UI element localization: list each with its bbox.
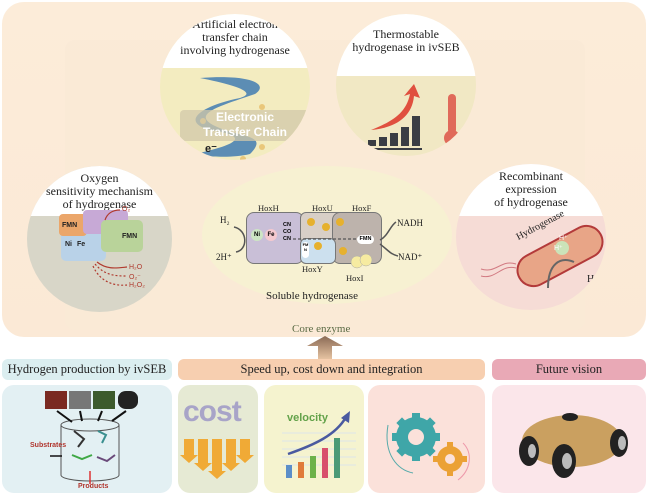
- thermostable-circle: Thermostable hydrogenase in ivSEB: [336, 14, 476, 156]
- fmn-subunit-green: [101, 220, 143, 252]
- recombinant-caption: Recombinant expression of hydrogenase: [456, 164, 606, 216]
- soluble-hydrogenase-title: Soluble hydrogenase: [266, 290, 358, 302]
- potato-car-icon: [519, 413, 628, 478]
- fe-label: Fe: [267, 232, 275, 238]
- products-label: Products: [78, 483, 109, 490]
- caption-line: Oxygen: [80, 171, 119, 185]
- biomass-image: [69, 391, 91, 409]
- h2o-label: H₂O: [129, 264, 143, 271]
- substrates-label: Substrates: [30, 442, 67, 449]
- velocity-card: velocity: [264, 385, 364, 493]
- hoxf-label: HoxF: [352, 203, 372, 213]
- fmn-label: FMN: [62, 222, 78, 229]
- nadh-label: NADH: [397, 218, 423, 228]
- caption-line: involving hydrogenase: [180, 43, 290, 57]
- caption-line: of hydrogenase: [62, 197, 137, 211]
- band-hydrogen-production: Hydrogen production by ivSEB: [2, 359, 172, 380]
- caption-line: transfer chain: [202, 30, 268, 44]
- velocity-word: velocity: [287, 412, 328, 424]
- electron-chain-circle: Artificial electron transfer chain invol…: [160, 14, 310, 160]
- oxygen-caption: Oxygen sensitivity mechanism of hydrogen…: [27, 166, 172, 216]
- fmn-label: FMN: [357, 235, 374, 244]
- h2-label: H₂: [587, 274, 598, 285]
- label-line: Transfer Chain: [202, 125, 288, 139]
- caption-line: Artificial electron: [192, 17, 278, 31]
- caption-line: expression: [505, 182, 557, 196]
- caption-line: Thermostable: [373, 27, 439, 41]
- h2o2-label: H₂O₂: [129, 282, 145, 289]
- superoxide-label: O₂⁻: [129, 274, 141, 281]
- caption-line: Recombinant: [499, 169, 563, 183]
- ligands: CN CO CN: [283, 222, 291, 243]
- fmn-small-label: FMN: [302, 242, 309, 258]
- hoxu-label: HoxU: [312, 203, 333, 213]
- thermostable-caption: Thermostable hydrogenase in ivSEB: [336, 14, 476, 76]
- h-plus-label: H⁺: [554, 245, 563, 252]
- up-arrow-icon: [307, 336, 343, 360]
- cn-label: CN: [283, 236, 291, 242]
- velocity-chart-icon: [282, 411, 356, 478]
- recombinant-circle: Recombinant expression of hydrogenase Hy…: [456, 164, 606, 310]
- fmn-label: FMN: [122, 233, 138, 240]
- fmn-subunit-orange: [59, 214, 87, 236]
- hoxh-label: HoxH: [258, 203, 279, 213]
- cost-word: cost: [183, 395, 242, 428]
- cost-card: cost: [178, 385, 258, 493]
- reactor-icon: [50, 410, 127, 484]
- bacterium-icon: [480, 224, 604, 289]
- ni-atom: Ni: [251, 229, 263, 241]
- oxygen-sensitivity-circle: Oxygen sensitivity mechanism of hydrogen…: [27, 166, 172, 312]
- down-arrows-icon: [180, 439, 254, 479]
- h-plus-label: H⁺: [559, 235, 568, 242]
- plant-image: [93, 391, 115, 409]
- electronic-transfer-chain-label: Electronic Transfer Chain: [180, 110, 310, 141]
- ni-label: Ni: [65, 241, 72, 248]
- label-line: Electronic: [215, 110, 275, 124]
- fe-atom: Fe: [265, 229, 277, 241]
- band-future-vision: Future vision: [492, 359, 646, 380]
- electron-chain-caption: Artificial electron transfer chain invol…: [160, 14, 310, 68]
- electron-flow-icon: [233, 218, 399, 269]
- band-speed-up: Speed up, cost down and integration: [178, 359, 485, 380]
- future-vision-card: [492, 385, 646, 493]
- o2-label: O₂: [122, 206, 131, 213]
- cn-label: CN: [283, 222, 291, 228]
- rabbit-image: [118, 391, 138, 409]
- core-enzyme-label: Core enzyme: [292, 323, 351, 335]
- ivseb-card: Substrates Products: [2, 385, 172, 493]
- gears-icon: [386, 413, 470, 481]
- h2-label: H₂: [220, 215, 230, 225]
- caption-line: sensitivity mechanism: [46, 184, 153, 198]
- hoxy-label: HoxY: [302, 264, 323, 274]
- nad-plus-label: NAD⁺: [398, 252, 423, 262]
- hoxi-label: HoxI: [346, 273, 364, 283]
- growth-chart-thermometer-icon: [365, 84, 460, 150]
- electron-symbol: e⁻: [205, 143, 217, 155]
- integration-card: [368, 385, 485, 493]
- microbe-image: [45, 391, 67, 409]
- oxygen-arrows-icon: [92, 209, 128, 286]
- caption-line: hydrogenase in ivSEB: [352, 40, 460, 54]
- co-label: CO: [283, 229, 292, 235]
- fe-label: Fe: [77, 241, 86, 248]
- ni-label: Ni: [254, 232, 260, 238]
- caption-line: of hydrogenase: [494, 195, 568, 209]
- two-h-plus-label: 2H⁺: [216, 252, 232, 262]
